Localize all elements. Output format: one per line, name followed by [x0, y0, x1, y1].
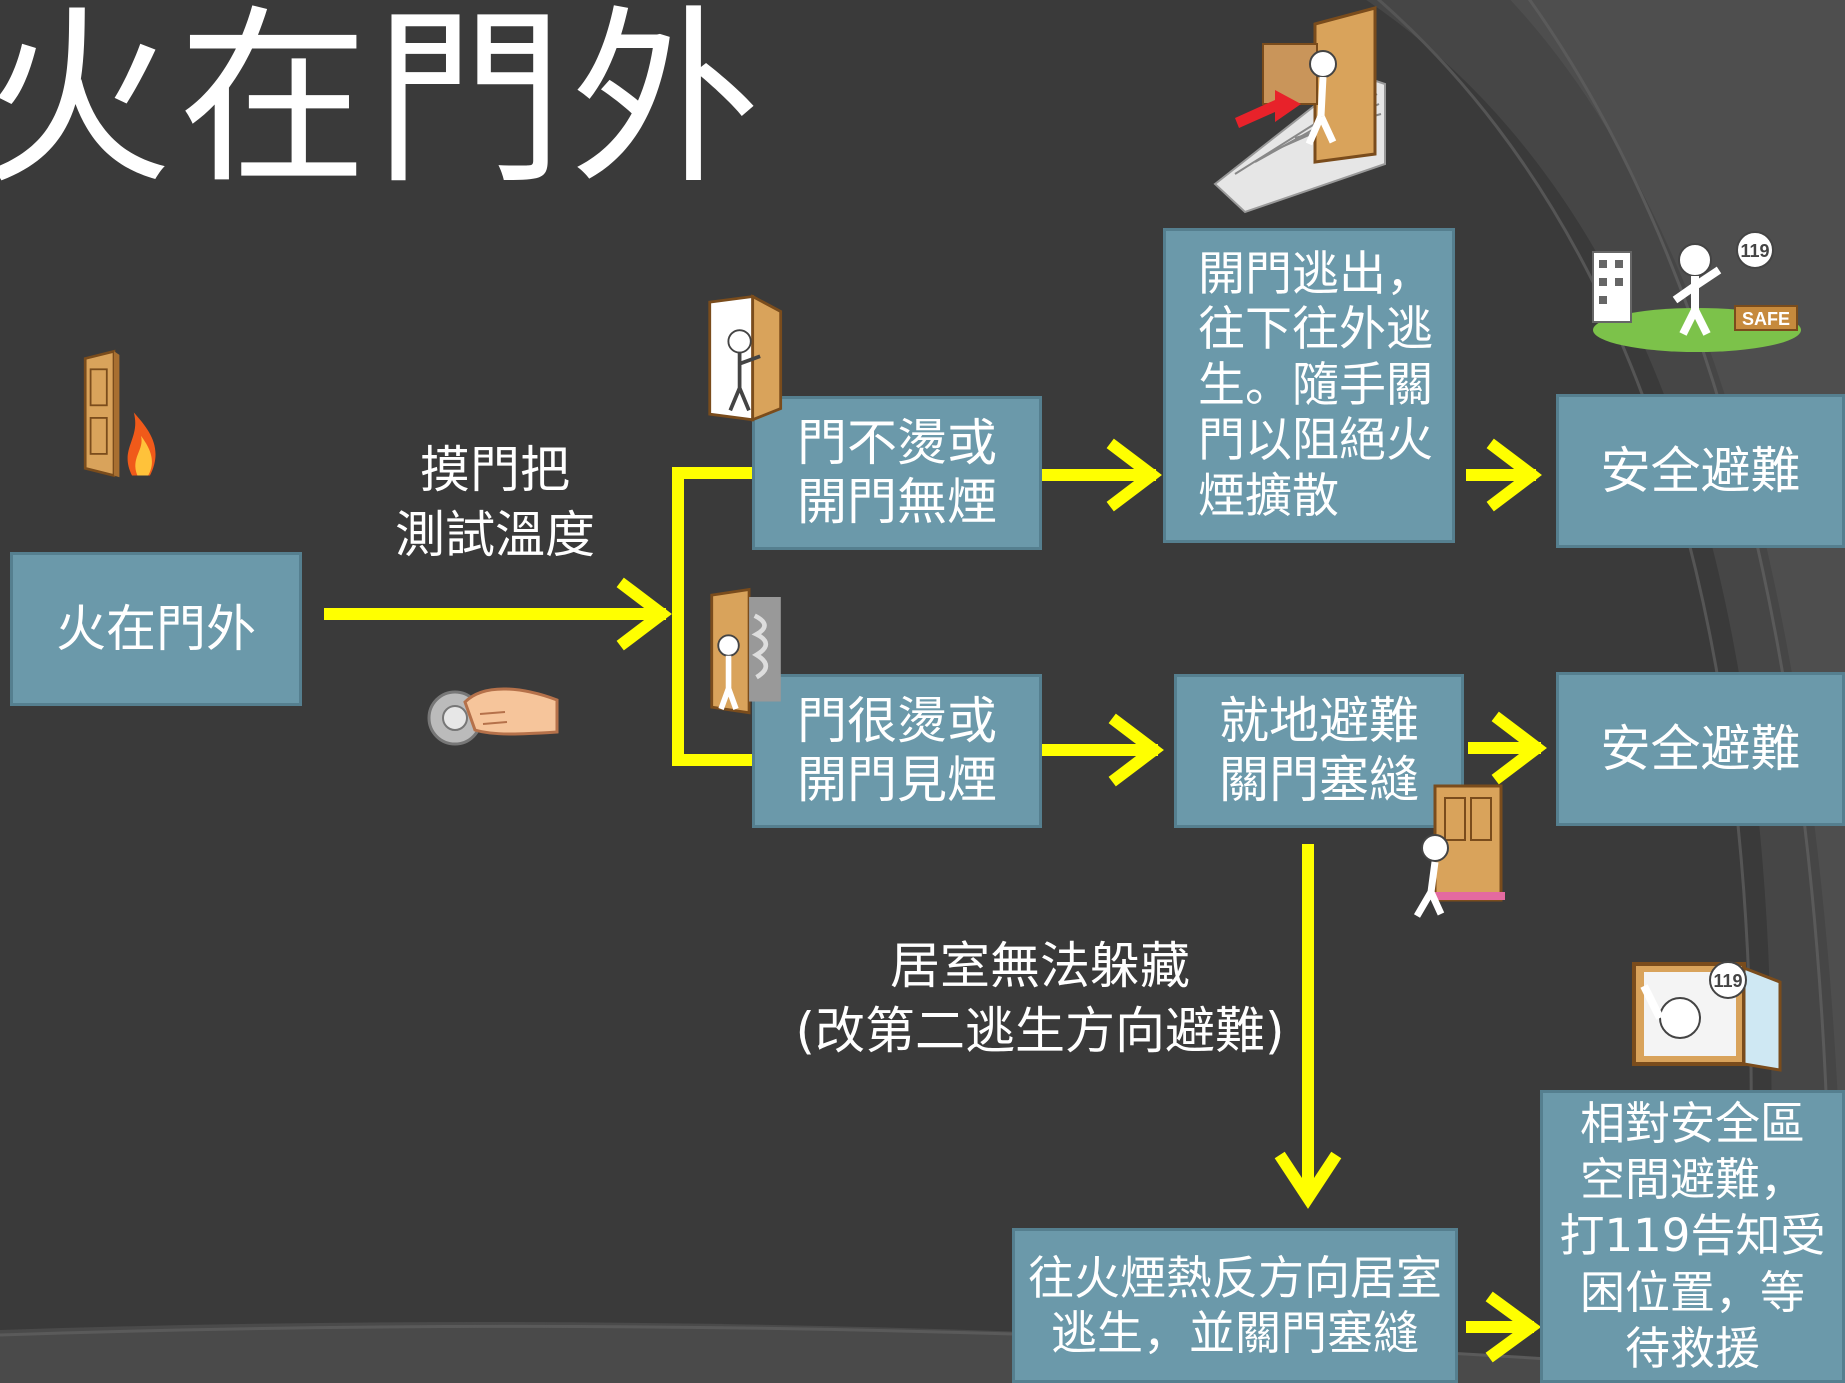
box-safe-evacuation-mid: 安全避難: [1556, 672, 1845, 826]
box-relative-safe-area: 相對安全區 空間避難， 打119告知受 困位置，等 待救援: [1540, 1090, 1845, 1383]
safe-sign-text: SAFE: [1742, 309, 1790, 329]
box-safe-evacuation-top: 安全避難: [1556, 394, 1845, 548]
person-sealing-door-icon: [1413, 784, 1505, 918]
box-room-escape: 往火煙熱反方向居室 逃生，並關門塞縫: [1012, 1228, 1458, 1383]
phone-bubble-text-bottom: 119: [1713, 971, 1742, 991]
box-shelter-in-place: 就地避難 關門塞縫: [1174, 674, 1464, 828]
box-door-not-hot: 門不燙或 開門無煙: [752, 396, 1042, 550]
box-safe-evacuation-mid-text: 安全避難: [1600, 719, 1801, 778]
box-door-not-hot-text: 門不燙或 開門無煙: [797, 414, 997, 531]
safe-person-119-icon: 119 SAFE: [1592, 231, 1801, 352]
box-door-hot-text: 門很燙或 開門見煙: [797, 692, 997, 809]
box-fire-outside-door-text: 火在門外: [56, 599, 256, 658]
label-cannot-hide: 居室無法躲藏 (改第二逃生方向避難): [795, 937, 1285, 1060]
page-title: 火在門外: [0, 0, 767, 210]
door-fire-icon: [83, 349, 156, 478]
box-fire-outside-door: 火在門外: [10, 552, 302, 706]
label-touch-handle: 摸門把 測試溫度: [395, 441, 595, 564]
box-open-door-escape: 開門逃出， 往下往外逃 生。隨手關 門以阻絕火 煙擴散: [1163, 228, 1455, 543]
box-room-escape-text: 往火煙熱反方向居室 逃生，並關門塞縫: [1028, 1251, 1442, 1360]
person-opening-door-icon: [708, 294, 783, 422]
stairs-escape-icon: [1213, 6, 1386, 214]
hand-on-doorknob-icon: [427, 687, 559, 746]
person-smoke-door-icon: [710, 587, 781, 715]
box-door-hot: 門很燙或 開門見煙: [752, 674, 1042, 828]
box-relative-safe-area-text: 相對安全區 空間避難， 打119告知受 困位置，等 待救援: [1559, 1096, 1826, 1375]
window-person-119-icon: 119: [1632, 961, 1782, 1072]
phone-bubble-text-top: 119: [1740, 241, 1769, 261]
box-shelter-in-place-text: 就地避難 關門塞縫: [1219, 692, 1419, 809]
box-open-door-escape-text: 開門逃出， 往下往外逃 生。隨手關 門以阻絕火 煙擴散: [1198, 246, 1433, 524]
box-safe-evacuation-top-text: 安全避難: [1600, 441, 1801, 500]
